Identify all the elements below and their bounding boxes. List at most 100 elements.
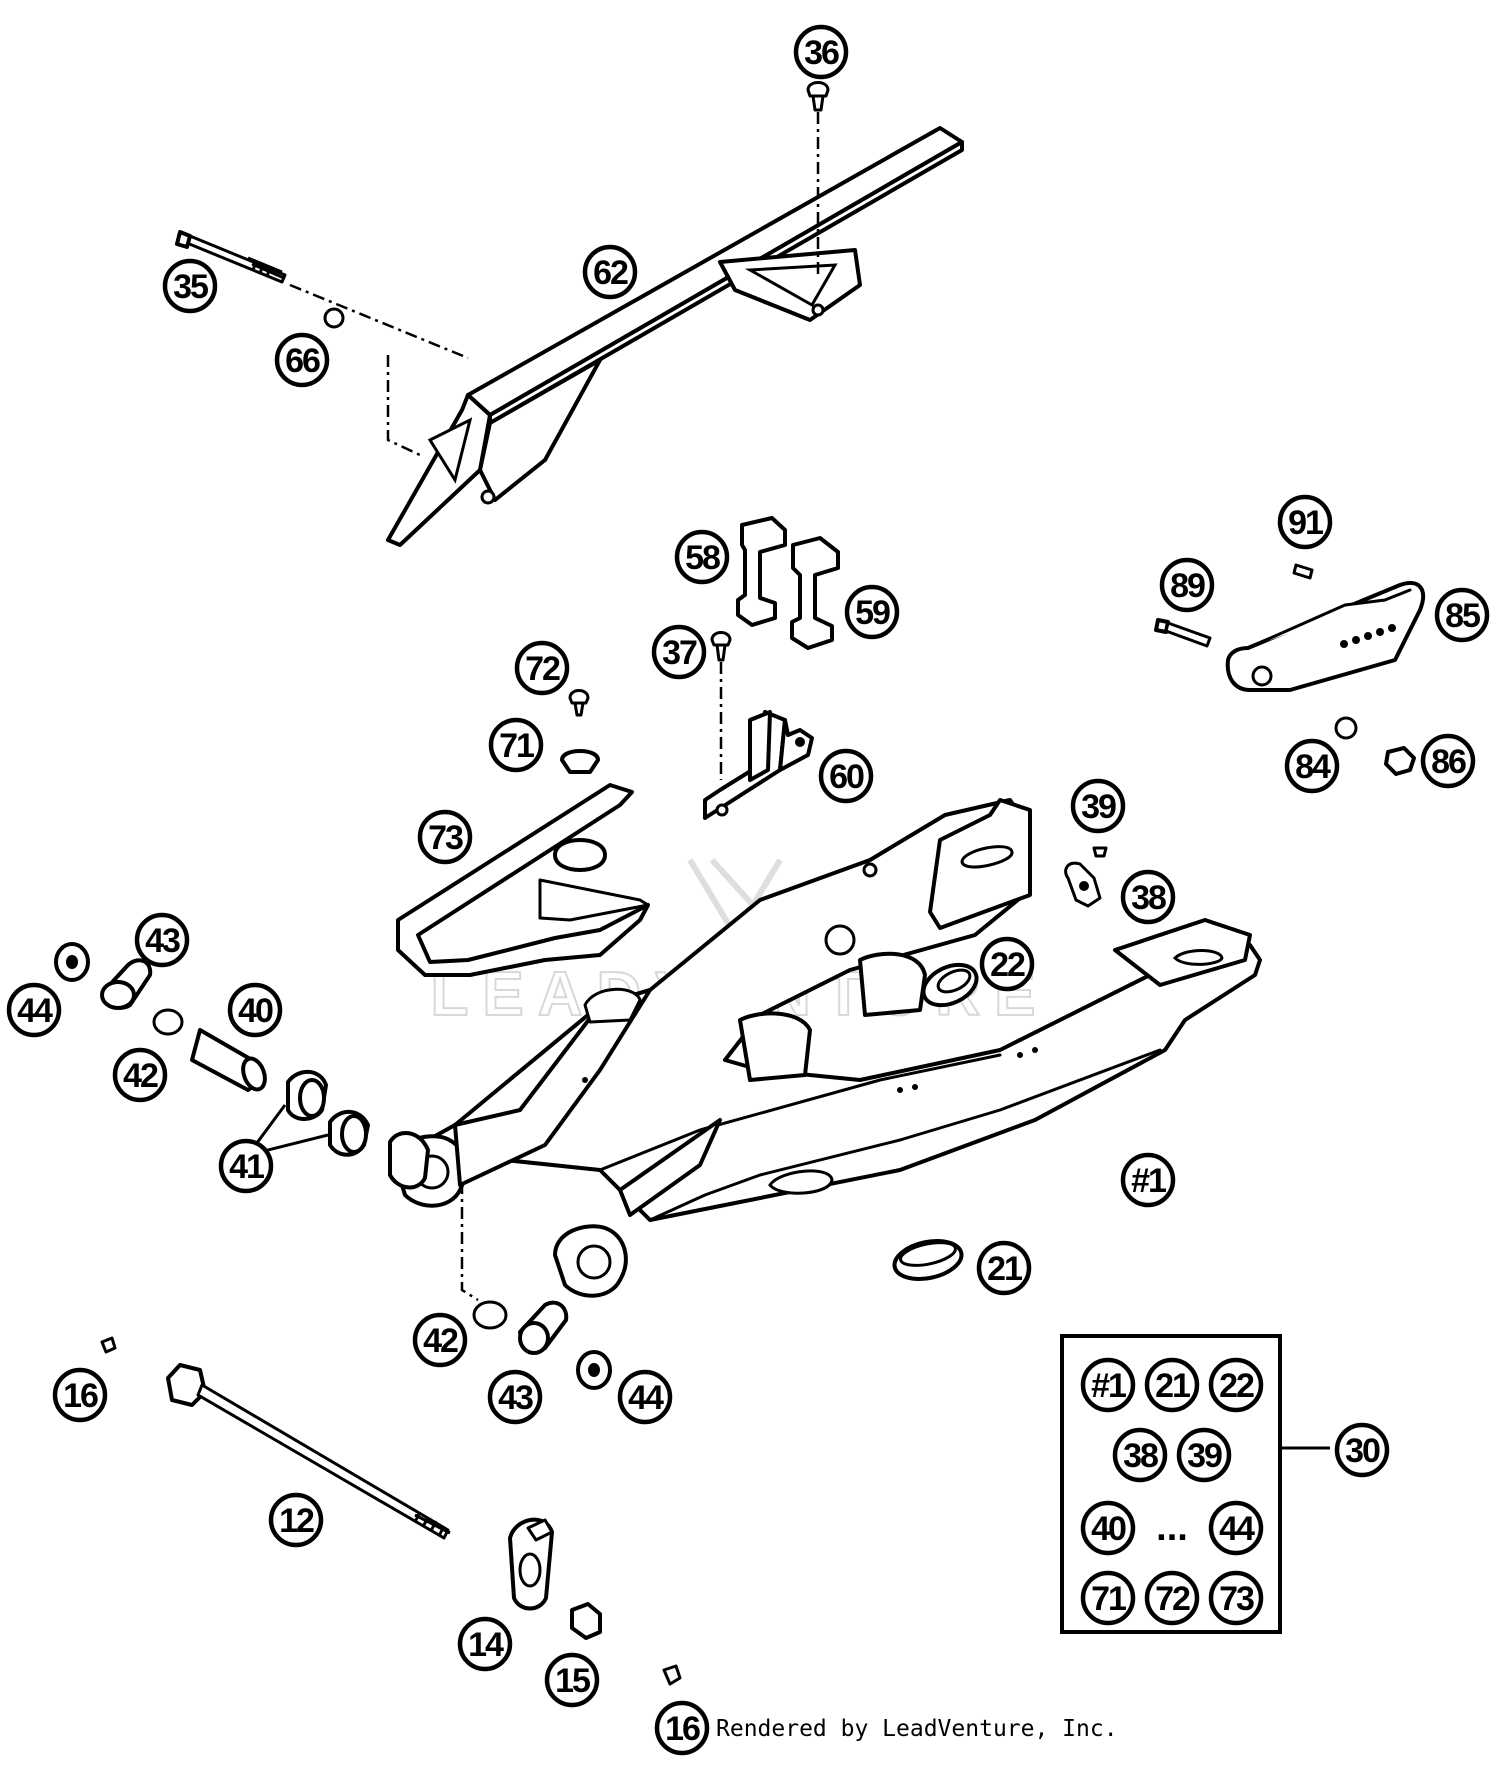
bearing-43-upper xyxy=(100,958,153,1010)
svg-text:60: 60 xyxy=(829,758,864,796)
callout-91: 91 xyxy=(1277,494,1333,550)
callout-44-upper: 44 xyxy=(6,982,62,1038)
callout-43-lower: 43 xyxy=(487,1369,543,1425)
svg-text:43: 43 xyxy=(145,922,180,960)
callout-30: 30 xyxy=(1334,1422,1390,1478)
chain-slider-85 xyxy=(1225,581,1426,692)
svg-text:71: 71 xyxy=(499,727,534,765)
svg-text:71: 71 xyxy=(1091,1580,1126,1618)
svg-text:16: 16 xyxy=(63,1377,98,1415)
screw-39 xyxy=(1092,846,1108,858)
bracket-59 xyxy=(790,536,840,650)
screw-72 xyxy=(568,689,590,717)
callout-71: 71 xyxy=(488,717,544,773)
callout-72: 72 xyxy=(514,640,570,696)
kit-item-40: 40 xyxy=(1080,1500,1136,1556)
callout-12: 12 xyxy=(268,1492,324,1548)
callouts: 36 35 62 66 58 59 91 89 85 37 72 71 60 8… xyxy=(6,24,1490,1756)
washer-84 xyxy=(1334,716,1358,740)
svg-text:40: 40 xyxy=(238,992,273,1030)
kit-item-38: 38 xyxy=(1112,1427,1168,1483)
callout-42-lower: 42 xyxy=(412,1312,468,1368)
svg-text:66: 66 xyxy=(285,342,320,380)
svg-text:22: 22 xyxy=(1219,1367,1254,1405)
svg-text:72: 72 xyxy=(1155,1580,1190,1618)
ring-42-lower xyxy=(472,1300,508,1330)
svg-text:41: 41 xyxy=(229,1148,264,1186)
svg-text:#1: #1 xyxy=(1131,1162,1166,1200)
callout-43-upper: 43 xyxy=(134,912,190,968)
svg-text:39: 39 xyxy=(1081,788,1116,826)
callout-85: 85 xyxy=(1434,587,1490,643)
svg-text:40: 40 xyxy=(1091,1510,1126,1548)
svg-text:62: 62 xyxy=(593,254,628,292)
svg-text:30: 30 xyxy=(1345,1432,1380,1470)
svg-text:84: 84 xyxy=(1295,748,1331,786)
callout-86: 86 xyxy=(1420,733,1476,789)
nut-15 xyxy=(570,1602,602,1640)
svg-text:42: 42 xyxy=(123,1057,158,1095)
callout-21: 21 xyxy=(976,1240,1032,1296)
cap-16-b xyxy=(662,1664,682,1686)
callout-36: 36 xyxy=(793,24,849,80)
callout-1: #1 xyxy=(1120,1152,1176,1208)
bolt-89 xyxy=(1154,618,1212,648)
svg-text:16: 16 xyxy=(665,1710,700,1748)
bearing-41-a xyxy=(286,1069,328,1121)
chain-guide-bracket-60 xyxy=(703,710,814,820)
svg-text:38: 38 xyxy=(1123,1437,1158,1475)
sleeve-40 xyxy=(190,1028,267,1092)
callout-14: 14 xyxy=(457,1616,513,1672)
swingarm-1 xyxy=(393,798,1262,1298)
seal-44-lower xyxy=(576,1350,612,1390)
callout-66: 66 xyxy=(274,332,330,388)
svg-text:12: 12 xyxy=(279,1502,314,1540)
plug-22 xyxy=(921,962,979,1008)
callout-62: 62 xyxy=(582,244,638,300)
callout-44-lower: 44 xyxy=(617,1369,673,1425)
bolt-35 xyxy=(175,230,287,284)
svg-text:44: 44 xyxy=(628,1379,664,1417)
svg-text:#1: #1 xyxy=(1091,1367,1126,1405)
svg-text:15: 15 xyxy=(555,1662,590,1700)
callout-39: 39 xyxy=(1070,778,1126,834)
kit-contents: #1 21 22 38 39 40 44 71 72 73 xyxy=(1080,1357,1264,1626)
callout-22: 22 xyxy=(979,936,1035,992)
callout-16-a: 16 xyxy=(52,1367,108,1423)
nut-86 xyxy=(1384,746,1416,776)
plug-21 xyxy=(892,1239,964,1281)
callout-59: 59 xyxy=(844,584,900,640)
callout-84: 84 xyxy=(1284,738,1340,794)
callout-37: 37 xyxy=(651,624,707,680)
svg-text:38: 38 xyxy=(1131,879,1166,917)
svg-text:89: 89 xyxy=(1170,567,1205,605)
bearing-41-b xyxy=(328,1109,370,1157)
svg-text:43: 43 xyxy=(498,1379,533,1417)
washer-66 xyxy=(323,307,345,329)
pivot-shaft-12 xyxy=(166,1363,451,1540)
callout-41: 41 xyxy=(218,1138,274,1194)
screw-91 xyxy=(1292,563,1314,580)
callout-73: 73 xyxy=(417,809,473,865)
callout-89: 89 xyxy=(1159,557,1215,613)
chain-guard-62 xyxy=(386,126,964,547)
svg-text:73: 73 xyxy=(428,819,463,857)
callout-42-upper: 42 xyxy=(112,1047,168,1103)
svg-text:37: 37 xyxy=(662,634,697,672)
kit-item-22: 22 xyxy=(1208,1357,1264,1413)
svg-text:73: 73 xyxy=(1219,1580,1254,1618)
kit-item-71: 71 xyxy=(1080,1570,1136,1626)
svg-text:35: 35 xyxy=(173,268,208,306)
sleeve-left xyxy=(388,1131,430,1190)
svg-text:59: 59 xyxy=(855,594,890,632)
svg-text:14: 14 xyxy=(468,1626,504,1664)
svg-text:36: 36 xyxy=(804,34,839,72)
kit-item-72: 72 xyxy=(1144,1570,1200,1626)
svg-text:44: 44 xyxy=(1219,1510,1255,1548)
bracket-58 xyxy=(736,516,787,627)
callout-60: 60 xyxy=(818,748,874,804)
callout-15: 15 xyxy=(544,1652,600,1708)
svg-text:44: 44 xyxy=(17,992,53,1030)
callout-35: 35 xyxy=(162,258,218,314)
